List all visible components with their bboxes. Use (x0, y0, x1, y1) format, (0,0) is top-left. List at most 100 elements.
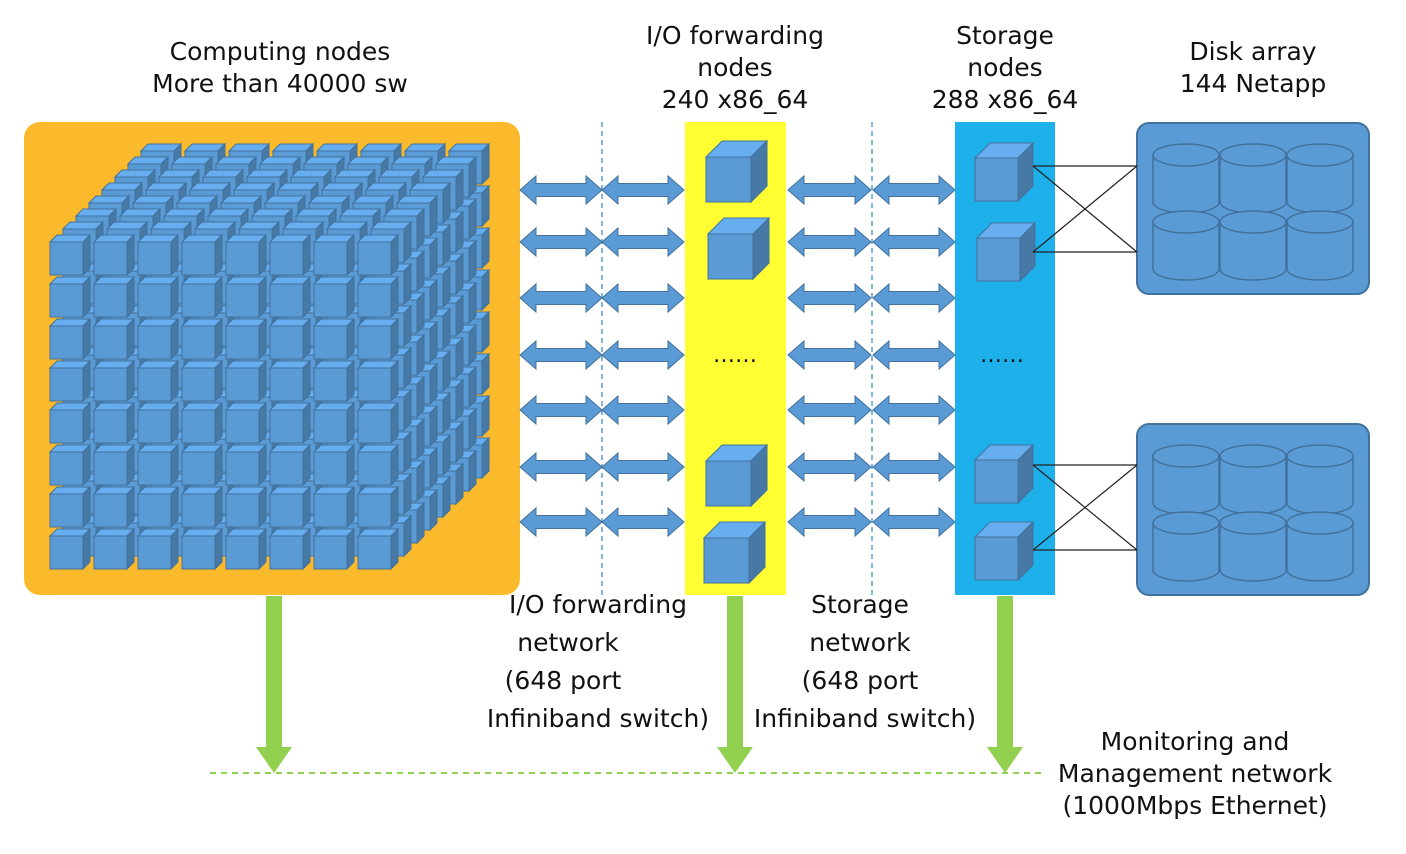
double-arrow-icon (601, 451, 685, 483)
compute-cube-icon-front (181, 535, 216, 570)
compute-cube-icon (136, 233, 180, 277)
compute-cube-icon-front (313, 451, 348, 486)
compute-cube-icon (268, 317, 312, 361)
compute-cube-icon (224, 317, 268, 361)
compute-cube-icon-side (170, 443, 179, 487)
compute-cube-icon-side (429, 404, 438, 448)
compute-cube-icon (356, 485, 400, 529)
storage-node-cube-icon-front (974, 536, 1019, 581)
compute-cube-icon-side (258, 275, 267, 319)
compute-cube-icon-side (390, 317, 399, 361)
compute-cube-icon-front (49, 325, 84, 360)
compute-cube-icon-front (181, 283, 216, 318)
compute-cube-icon-front (49, 367, 84, 402)
compute-cube-icon-side (170, 359, 179, 403)
compute-cube-icon-front (357, 283, 392, 318)
compute-cube-icon-front (137, 451, 172, 486)
compute-cube-icon-side (170, 317, 179, 361)
compute-cube-icon-side (126, 233, 135, 277)
double-arrow-icon (787, 506, 872, 538)
storage-nodes-label: Storage nodes 288 x86_64 (895, 20, 1115, 116)
disk-cylinder-icon-body (1286, 522, 1354, 582)
compute-cube-icon-side (346, 401, 355, 445)
io-node-cube-icon-front (705, 156, 752, 203)
management-network-label: Monitoring and Management network (1000M… (1050, 726, 1340, 822)
compute-cube-icon-side (442, 475, 451, 519)
compute-cube-icon-side (258, 485, 267, 529)
compute-cube-icon-side (403, 220, 412, 264)
compute-cube-icon-side (481, 142, 490, 186)
disk-cylinder-icon-cap (1219, 444, 1287, 468)
compute-cube-icon-side (170, 275, 179, 319)
compute-cube-icon-side (214, 275, 223, 319)
compute-cube-icon-side (214, 359, 223, 403)
compute-cube-icon-front (225, 451, 260, 486)
compute-cube-icon (180, 359, 224, 403)
compute-cube-icon-side (455, 336, 464, 380)
compute-cube-icon-side (214, 485, 223, 529)
compute-cube-icon (268, 485, 312, 529)
compute-cube-icon (356, 527, 400, 571)
storage-node-cube-icon (973, 443, 1035, 505)
disk-cylinder-icon-cap (1219, 210, 1287, 234)
storage-node-cube-icon (973, 141, 1035, 203)
compute-cube-icon-side (416, 207, 425, 251)
down-arrow-icon (256, 596, 292, 773)
compute-cube-icon-front (93, 493, 128, 528)
compute-cube-icon-front (357, 367, 392, 402)
compute-cube-icon (312, 485, 356, 529)
compute-cube-icon (356, 275, 400, 319)
compute-cube-icon-front (357, 451, 392, 486)
compute-cube-icon-front (93, 451, 128, 486)
io-node-cube-icon (702, 520, 767, 585)
compute-cube-icon-front (137, 535, 172, 570)
management-network-line2: Management network (1057, 759, 1333, 788)
compute-cube-grid (48, 142, 491, 571)
compute-cube-icon (180, 233, 224, 277)
double-arrow-icon (872, 339, 956, 371)
double-arrow-icon (872, 282, 956, 314)
compute-cube-icon-front (357, 241, 392, 276)
compute-cube-icon-front (49, 283, 84, 318)
storage-network-line4: Infiniband switch) (753, 704, 977, 733)
compute-cube-icon-side (455, 462, 464, 506)
compute-cube-icon-side (258, 359, 267, 403)
compute-cube-icon-side (416, 249, 425, 293)
compute-cube-icon (92, 275, 136, 319)
compute-cube-icon-side (481, 394, 490, 438)
disk-cylinder-icon-body (1219, 221, 1287, 281)
compute-cube-icon-side (442, 265, 451, 309)
double-arrow-icon (519, 174, 603, 206)
compute-cube-icon-side (82, 233, 91, 277)
compute-cube-icon-side (126, 317, 135, 361)
compute-cube-icon (48, 443, 92, 487)
disk-array-label: Disk array 144 Netapp (1143, 36, 1363, 100)
compute-cube-icon-side (403, 346, 412, 390)
management-arrows (256, 596, 1023, 773)
compute-cube-icon-side (481, 352, 490, 396)
compute-cube-icon (312, 359, 356, 403)
compute-cube-icon-front (181, 367, 216, 402)
compute-cube-icon-front (313, 283, 348, 318)
compute-cube-icon (136, 443, 180, 487)
compute-cube-icon (356, 401, 400, 445)
storage-node-cube-icon-front (974, 459, 1019, 504)
compute-cube-icon-side (468, 155, 477, 199)
compute-cube-icon-front (181, 241, 216, 276)
compute-cube-icon-side (302, 485, 311, 529)
compute-cube-icon (224, 485, 268, 529)
compute-cube-icon-side (481, 436, 490, 480)
compute-cube-icon-side (468, 407, 477, 451)
compute-cube-icon (312, 317, 356, 361)
network-links (519, 174, 956, 538)
compute-cube-icon-side (126, 275, 135, 319)
compute-cube-icon (224, 443, 268, 487)
compute-cube-icon-front (357, 325, 392, 360)
compute-cube-icon-front (49, 409, 84, 444)
compute-cube-icon-side (346, 233, 355, 277)
compute-cube-icon-side (455, 168, 464, 212)
compute-cube-icon-side (442, 223, 451, 267)
compute-cube-icon-side (170, 485, 179, 529)
